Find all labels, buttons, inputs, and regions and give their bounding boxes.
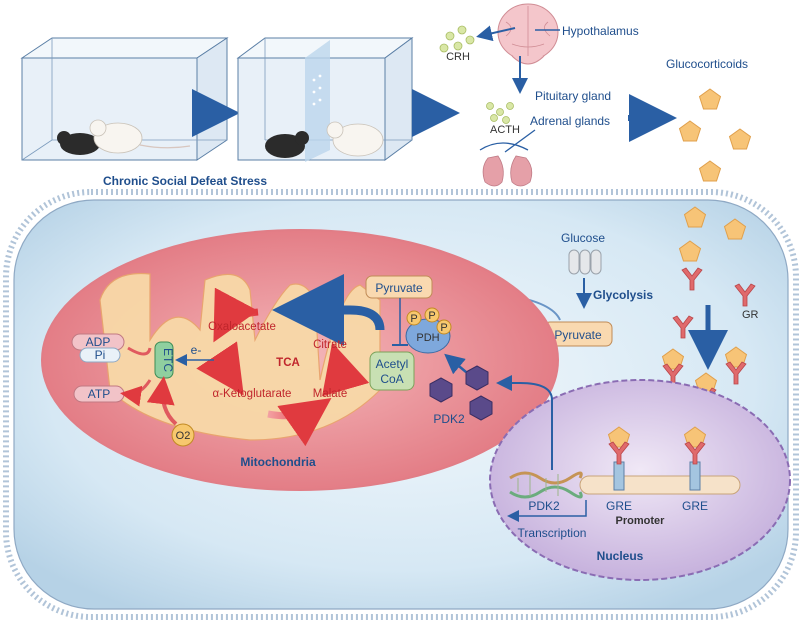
glucocorticoids-label: Glucocorticoids: [666, 57, 748, 71]
black-mouse-left: [57, 131, 121, 155]
arrow-to-crh: [476, 25, 516, 42]
phospho-p3: P: [440, 322, 447, 334]
acth-to-adrenal-curve: [479, 142, 529, 151]
adrenal-glands-icon: [482, 155, 533, 187]
glucocorticoid-molecules-top: [679, 88, 751, 182]
etc-label: ETC: [161, 348, 175, 372]
pdk2-hexagons: [429, 365, 493, 421]
arrow-nucleus-to-pdk2: [496, 375, 553, 470]
akg-label: α-Ketoglutarate: [213, 388, 292, 400]
adrenal-label: Adrenal glands: [530, 114, 610, 128]
hypothalamus-label: Hypothalamus: [562, 24, 639, 38]
pointer-adrenal: [504, 129, 536, 153]
malate-label: Malate: [313, 388, 348, 400]
tca-label: TCA: [276, 357, 300, 369]
atp-label: ATP: [88, 387, 110, 401]
gre-label-2: GRE: [682, 499, 708, 513]
pituitary-label: Pituitary gland: [535, 89, 611, 103]
tca-cycle-arrows: [196, 287, 370, 447]
promoter-label: Promoter: [616, 515, 666, 527]
gre-site-2: [689, 461, 701, 491]
adp-to-etc: [127, 346, 152, 356]
pyruvate-mito-box: [365, 275, 433, 299]
glucose-label: Glucose: [561, 231, 605, 245]
nucleus-title: Nucleus: [597, 549, 644, 563]
pyruvate-cyto-label: Pyruvate: [554, 328, 602, 342]
o2-circle: [171, 423, 195, 447]
o2-to-etc: [146, 376, 178, 426]
white-rat-right: [326, 121, 384, 157]
stress-caption: Chronic Social Defeat Stress: [103, 174, 267, 188]
perforated-divider: [305, 40, 330, 162]
white-rat-left: [89, 119, 191, 154]
acth-particles: [486, 102, 514, 124]
pyruvate-mito-label: Pyruvate: [375, 281, 423, 295]
pdk2-label: PDK2: [433, 412, 465, 426]
gr-label: GR: [742, 309, 759, 321]
black-mouse-right: [265, 131, 309, 158]
acetyl-line2: CoA: [380, 372, 403, 386]
brain-icon: [497, 3, 559, 65]
gre-label-1: GRE: [606, 499, 632, 513]
gre-site-1: [613, 461, 625, 491]
crh-particles: [439, 25, 475, 53]
divider-holes: [312, 74, 322, 106]
transcription-label: Transcription: [518, 526, 587, 540]
pdh-label: PDH: [416, 332, 439, 344]
phospho-p1: P: [410, 313, 417, 325]
pi-label: Pi: [95, 348, 106, 362]
phospho-p2: P: [428, 310, 435, 322]
o2-label: O2: [176, 430, 191, 442]
transcription-arrow: [507, 500, 587, 522]
dna-helix-icon: [509, 471, 583, 499]
crh-label: CRH: [446, 51, 470, 63]
oxaloacetate-label: Oxaloacetate: [208, 321, 276, 333]
pi-pill: [79, 347, 121, 363]
arrow-acetyl-into-tca: [272, 274, 385, 346]
citrate-label: Citrate: [313, 339, 347, 351]
mitochondria-title: Mitochondria: [240, 455, 316, 469]
acth-label: ACTH: [490, 124, 520, 136]
cage-right: [236, 37, 414, 162]
pdk2-to-pdh-arrow: [444, 353, 467, 375]
e-minus-label: e-: [191, 343, 202, 357]
mitochondrion: [41, 229, 559, 491]
adp-label: ADP: [86, 335, 111, 349]
promoter-bar: [579, 475, 741, 495]
acetyl-coa-box: [369, 351, 415, 391]
gene-pdk2-label: PDK2: [528, 499, 560, 513]
glycolysis-label: Glycolysis: [593, 288, 653, 302]
acetyl-line1: Acetyl: [376, 357, 409, 371]
glucose-transporter-icon: [568, 249, 602, 275]
